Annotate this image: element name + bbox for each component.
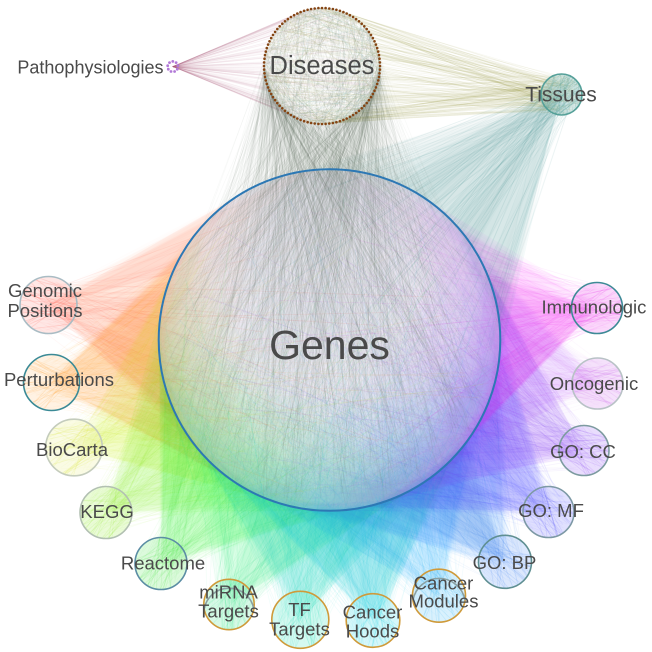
svg-text:Immunologic: Immunologic (542, 297, 647, 318)
svg-text:Diseases: Diseases (270, 52, 375, 80)
svg-text:BioCarta: BioCarta (36, 439, 109, 460)
svg-text:TF: TF (288, 599, 311, 620)
svg-text:Modules: Modules (409, 590, 479, 611)
svg-text:KEGG: KEGG (80, 501, 133, 522)
svg-text:Cancer: Cancer (343, 602, 403, 623)
svg-text:Hoods: Hoods (346, 620, 399, 641)
svg-text:Positions: Positions (7, 300, 82, 321)
svg-text:Reactome: Reactome (121, 553, 205, 574)
svg-text:Pathophysiologies: Pathophysiologies (17, 58, 163, 78)
svg-text:miRNA: miRNA (199, 582, 258, 603)
svg-text:GO: MF: GO: MF (518, 500, 584, 521)
svg-text:Oncogenic: Oncogenic (550, 373, 638, 394)
svg-text:Cancer: Cancer (414, 573, 474, 594)
svg-text:Genes: Genes (269, 322, 390, 368)
svg-text:GO: BP: GO: BP (473, 552, 537, 573)
svg-text:Perturbations: Perturbations (4, 369, 114, 390)
svg-text:Targets: Targets (269, 618, 330, 639)
svg-text:Genomic: Genomic (8, 280, 82, 301)
svg-text:GO: CC: GO: CC (550, 441, 616, 462)
svg-text:Tissues: Tissues (525, 84, 597, 107)
svg-text:Targets: Targets (198, 601, 259, 622)
